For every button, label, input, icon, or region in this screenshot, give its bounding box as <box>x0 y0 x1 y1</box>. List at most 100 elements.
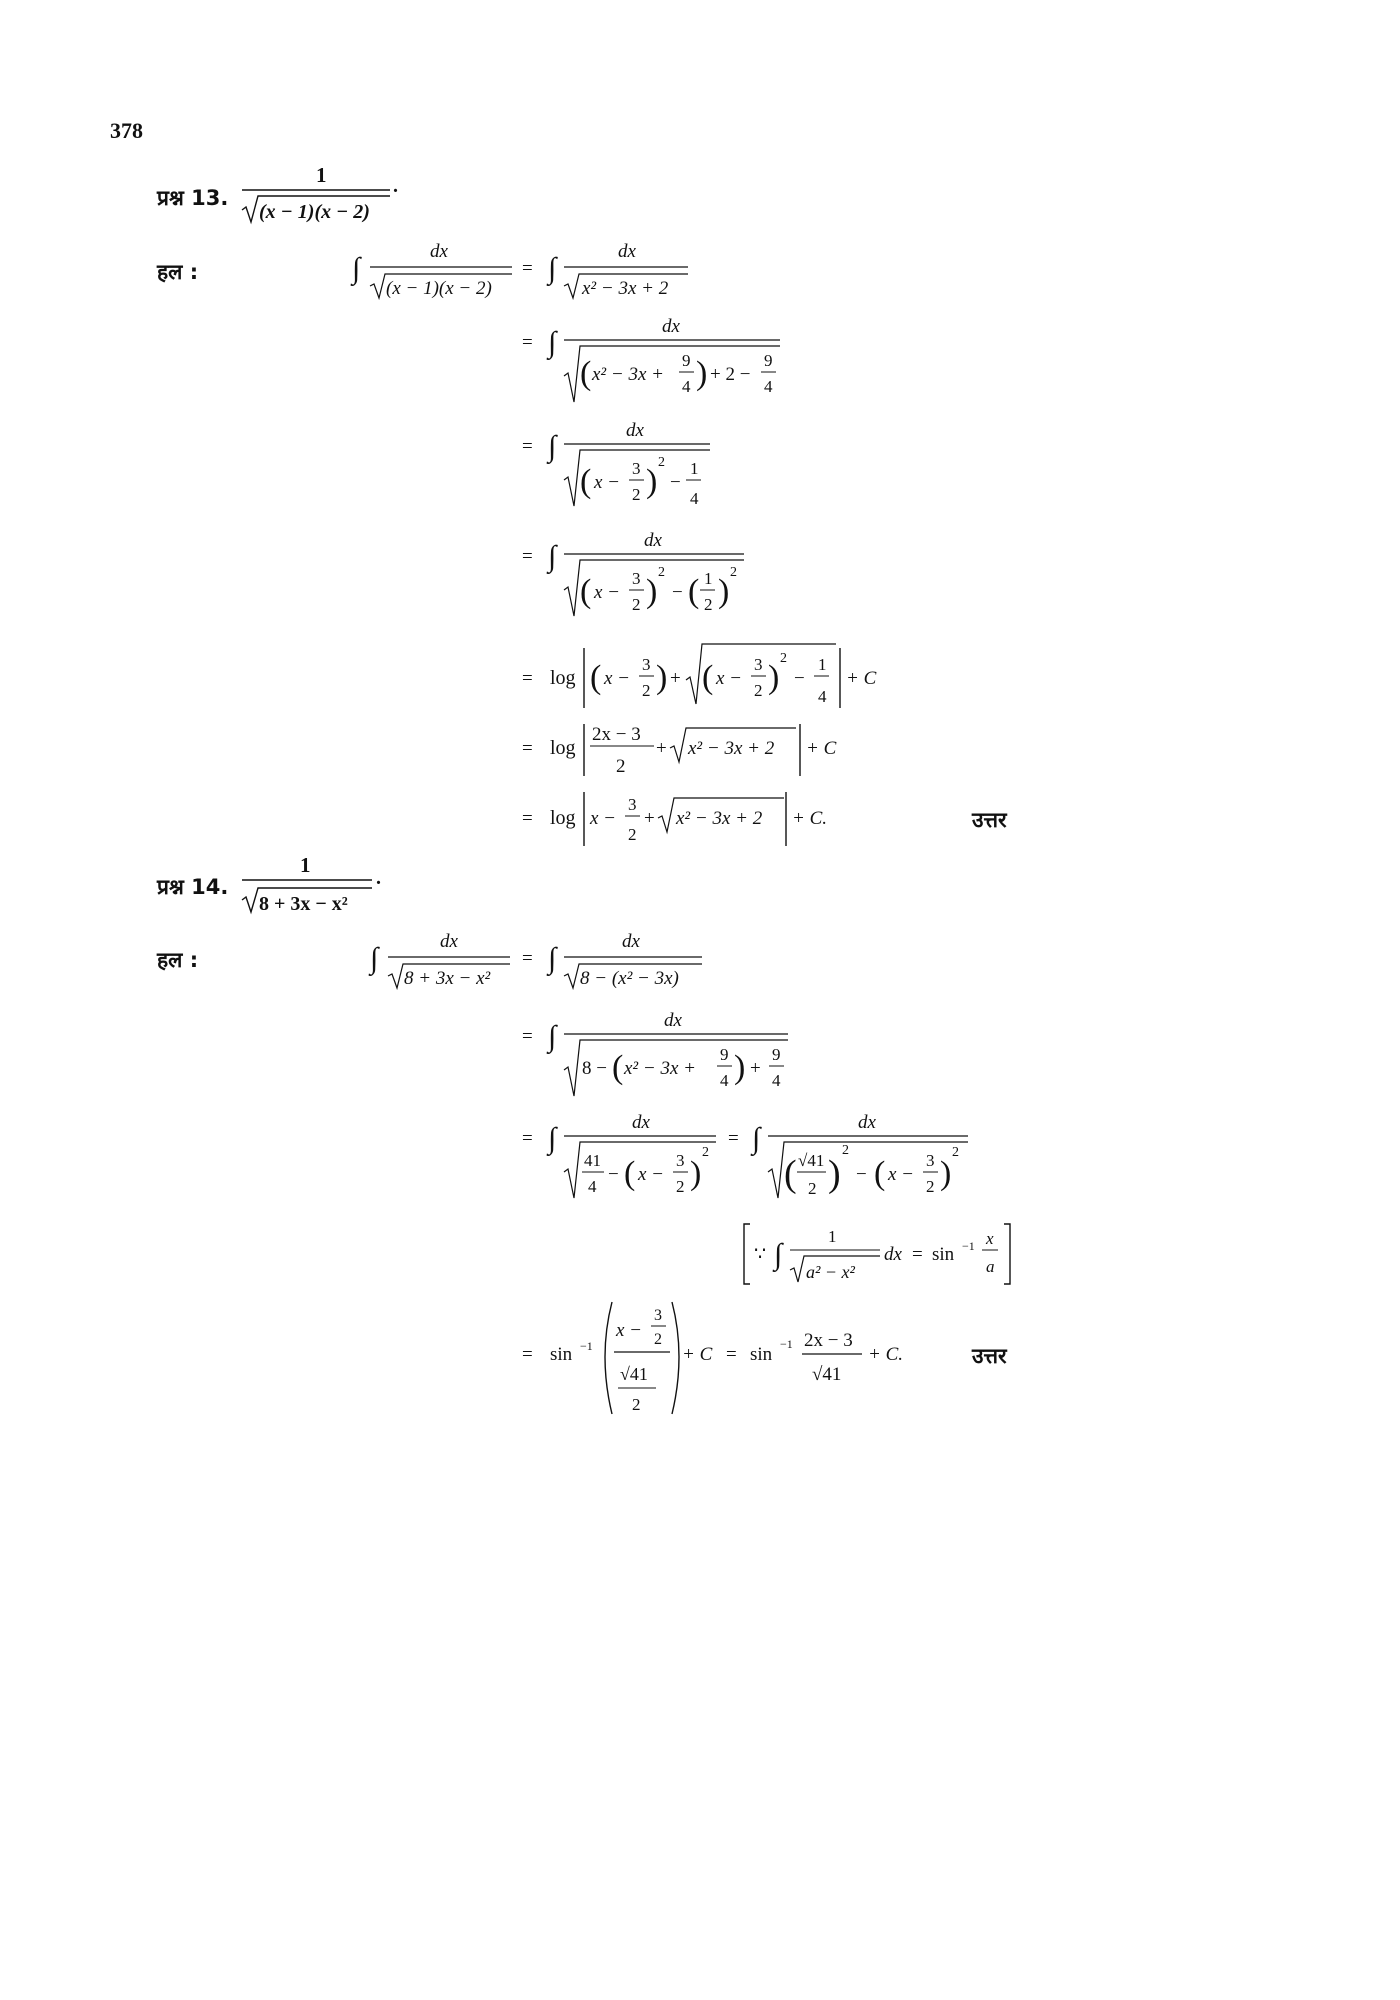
question-13-label: प्रश्न 13. <box>157 186 229 210</box>
svg-text:x −: x − <box>593 472 620 493</box>
svg-text:2: 2 <box>952 1145 959 1160</box>
svg-text:∫: ∫ <box>772 1238 784 1273</box>
svg-text:−: − <box>608 1164 619 1185</box>
svg-text:x² − 3x +: x² − 3x + <box>591 364 664 385</box>
svg-text:2: 2 <box>730 565 737 580</box>
svg-text:+ C: + C <box>806 738 837 759</box>
svg-text:8 −: 8 − <box>582 1058 607 1079</box>
svg-text:(: ( <box>702 659 713 696</box>
svg-text:∫: ∫ <box>546 252 558 287</box>
svg-text:): ) <box>734 1049 745 1086</box>
svg-text:2: 2 <box>658 565 665 580</box>
svg-text:1: 1 <box>818 655 827 674</box>
svg-text:+ 2 −: + 2 − <box>710 364 750 385</box>
q14-formula-hint: ∵ ∫ 1 a² − x² dx = sin −1 x a <box>743 1223 1011 1285</box>
svg-text:3: 3 <box>632 459 641 478</box>
svg-text:): ) <box>768 659 779 696</box>
svg-text:x² − 3x + 2: x² − 3x + 2 <box>675 808 763 829</box>
svg-text:2: 2 <box>616 756 626 777</box>
svg-text:1: 1 <box>828 1227 837 1246</box>
svg-text:+: + <box>670 668 681 689</box>
svg-text:2: 2 <box>658 455 665 470</box>
svg-text:∫: ∫ <box>546 942 558 977</box>
svg-text:log: log <box>550 807 576 829</box>
svg-text:∫: ∫ <box>350 252 362 287</box>
svg-text:8 + 3x − x²: 8 + 3x − x² <box>404 968 491 989</box>
svg-text:(: ( <box>612 1049 623 1086</box>
svg-text:+ C: + C <box>846 668 877 689</box>
q14-step2: = ∫ dx 8 − ( x² − 3x + 9 4 ) + 9 4 <box>522 1010 788 1097</box>
svg-text:(: ( <box>580 463 591 500</box>
svg-text:(: ( <box>874 1155 885 1192</box>
svg-text:(: ( <box>590 659 601 696</box>
svg-text:sin: sin <box>550 1344 573 1365</box>
svg-text:(: ( <box>580 573 591 610</box>
question-13-expression: 1 (x − 1)(x − 2) . <box>241 163 398 225</box>
svg-text:=: = <box>912 1244 923 1265</box>
svg-text:1: 1 <box>316 163 327 187</box>
q13-step1-lhs: ∫ dx (x − 1)(x − 2) <box>350 241 512 301</box>
svg-text:√41: √41 <box>812 1364 841 1385</box>
svg-text:∫: ∫ <box>546 1122 558 1157</box>
q13-step1-rhs: = ∫ dx x² − 3x + 2 <box>522 241 688 301</box>
svg-text:x −: x − <box>593 582 620 603</box>
svg-text:dx: dx <box>884 1244 903 1265</box>
svg-text:=: = <box>726 1344 737 1365</box>
svg-text:3: 3 <box>642 655 651 674</box>
svg-text:8 − (x² − 3x): 8 − (x² − 3x) <box>580 968 679 989</box>
svg-text:1: 1 <box>690 459 699 478</box>
svg-text:sin: sin <box>932 1244 955 1265</box>
svg-text:+ C: + C <box>682 1344 713 1365</box>
q13-step4: = ∫ dx ( x − 3 2 ) 2 − ( 1 2 ) 2 <box>522 530 744 617</box>
svg-text:+: + <box>656 738 667 759</box>
svg-text:4: 4 <box>588 1177 597 1196</box>
svg-text:): ) <box>828 1153 841 1195</box>
svg-text:x −: x − <box>637 1164 664 1185</box>
svg-text:∫: ∫ <box>368 942 380 977</box>
svg-text:3: 3 <box>676 1151 685 1170</box>
svg-text:=: = <box>522 1128 533 1149</box>
svg-text:sin: sin <box>750 1344 773 1365</box>
svg-text:4: 4 <box>690 489 699 508</box>
svg-text:x² − 3x + 2: x² − 3x + 2 <box>687 738 775 759</box>
svg-text:−: − <box>794 668 805 689</box>
q13-step6: = log 2x − 3 2 + x² − 3x + 2 + C <box>522 724 837 777</box>
svg-text:∵: ∵ <box>754 1244 766 1265</box>
svg-text:2: 2 <box>628 825 637 844</box>
svg-text:dx: dx <box>858 1112 877 1133</box>
svg-text:3: 3 <box>654 1307 662 1324</box>
svg-text:∫: ∫ <box>546 1020 558 1055</box>
q13-solution-label: हल : <box>157 260 199 284</box>
svg-text:+ C.: + C. <box>868 1344 903 1365</box>
svg-text:dx: dx <box>440 931 459 952</box>
q14-step1-lhs: ∫ dx 8 + 3x − x² <box>368 931 510 991</box>
svg-text:4: 4 <box>682 377 691 396</box>
svg-text:4: 4 <box>772 1071 781 1090</box>
svg-text:1: 1 <box>300 853 311 877</box>
svg-text:√41: √41 <box>620 1364 648 1384</box>
svg-text:41: 41 <box>584 1151 601 1170</box>
svg-text:2: 2 <box>808 1179 817 1198</box>
svg-text:4: 4 <box>818 687 827 706</box>
svg-text:∫: ∫ <box>546 326 558 361</box>
svg-text:): ) <box>690 1155 701 1192</box>
svg-text:−: − <box>670 472 681 493</box>
svg-text:dx: dx <box>662 316 681 337</box>
svg-text:∫: ∫ <box>750 1122 762 1157</box>
svg-text:2: 2 <box>702 1145 709 1160</box>
svg-text:): ) <box>940 1155 951 1192</box>
svg-text:): ) <box>646 463 657 500</box>
svg-text:(: ( <box>688 573 699 610</box>
svg-text:√41: √41 <box>798 1151 824 1170</box>
svg-text:−1: −1 <box>580 1339 593 1353</box>
svg-text:9: 9 <box>720 1045 729 1064</box>
q13-step2: = ∫ dx ( x² − 3x + 9 4 ) + 2 − 9 4 <box>522 316 780 403</box>
svg-text:3: 3 <box>628 795 637 814</box>
svg-text:4: 4 <box>764 377 773 396</box>
svg-text:=: = <box>522 1026 533 1047</box>
svg-text:x −: x − <box>615 1320 642 1341</box>
q14-step1-rhs: = ∫ dx 8 − (x² − 3x) <box>522 931 702 991</box>
svg-text:.: . <box>376 867 381 889</box>
svg-text:2: 2 <box>676 1177 685 1196</box>
svg-text:=: = <box>522 948 533 969</box>
